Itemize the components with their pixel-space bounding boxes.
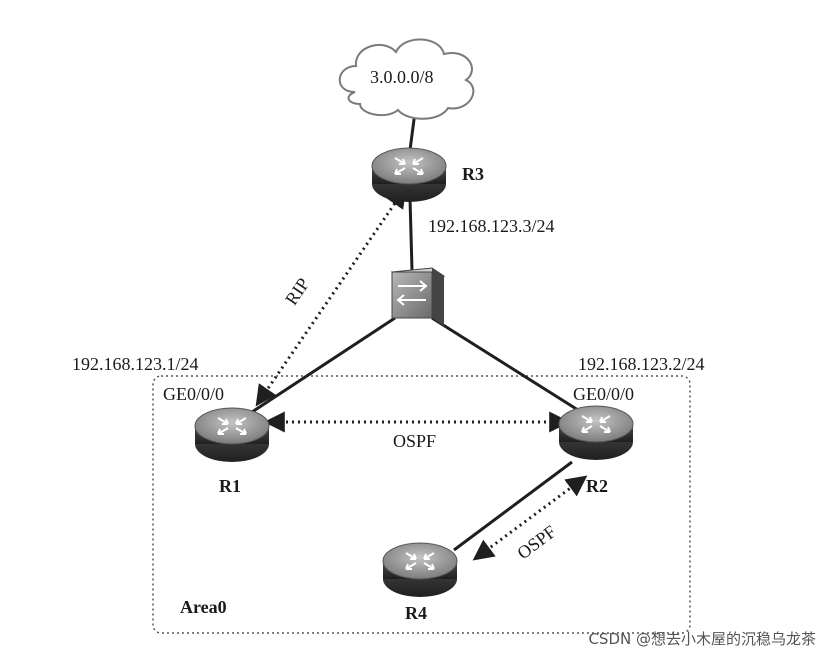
router-icon-r4 <box>382 542 458 598</box>
cloud-network-label: 3.0.0.0/8 <box>370 67 434 87</box>
rip-arrow <box>255 186 407 407</box>
router-icon-r2 <box>558 405 634 461</box>
link-switch-r1 <box>251 316 396 414</box>
r2-label: R2 <box>586 476 608 496</box>
r2-interface-label: GE0/0/0 <box>573 384 634 404</box>
router-icon-r3 <box>371 147 447 203</box>
r2-ip-label: 192.168.123.2/24 <box>578 354 705 374</box>
ospf-r1-r2-label: OSPF <box>393 431 437 451</box>
link-r3-switch <box>408 197 414 271</box>
router-icon-r1 <box>194 407 270 463</box>
r3-ip-label: 192.168.123.3/24 <box>428 216 555 236</box>
r1-interface-label: GE0/0/0 <box>163 384 224 404</box>
r1-ip-label: 192.168.123.1/24 <box>72 354 199 374</box>
ospf-arrow-r2-r4 <box>472 475 588 561</box>
area0-boundary <box>152 375 691 634</box>
r1-label: R1 <box>219 476 241 496</box>
switch-icon <box>390 267 446 326</box>
watermark: CSDN @想去小木屋的沉稳乌龙茶 <box>588 630 816 648</box>
cloud-icon <box>338 38 475 120</box>
link-switch-r2 <box>431 316 579 412</box>
area0-label: Area0 <box>180 597 227 617</box>
r3-label: R3 <box>462 164 484 184</box>
r4-label: R4 <box>405 603 427 623</box>
